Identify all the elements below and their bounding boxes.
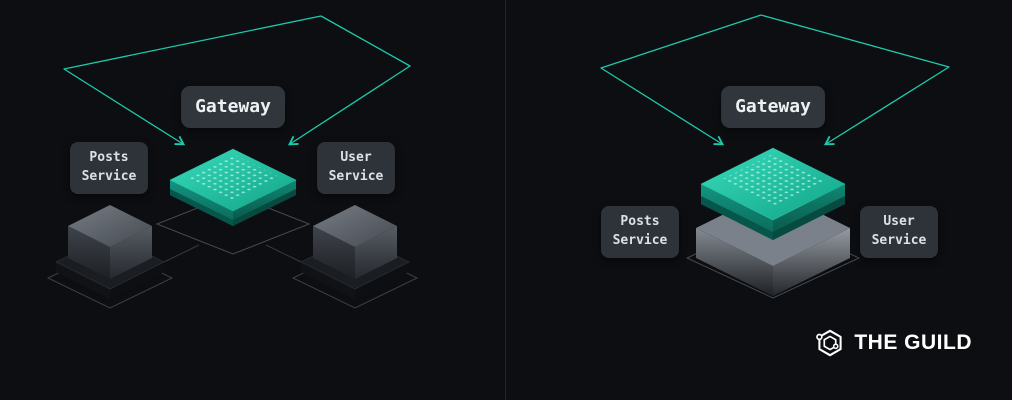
right-panel [600, 14, 950, 299]
posts-slab-right [110, 262, 164, 299]
posts-cube-right-face [110, 226, 152, 279]
user-slab-right [355, 262, 409, 299]
left-panel [46, 15, 419, 309]
gateway-chip-right [700, 147, 846, 240]
posts-cube-left-face [68, 226, 110, 279]
request-arrow-left-a [63, 15, 322, 146]
user-cube-top-face [313, 205, 397, 247]
posts-service-cube [46, 205, 174, 309]
guild-logo-text: THE GUILD [854, 331, 972, 354]
gateway-platform-wireframe-left [155, 193, 311, 255]
request-arrow-right-b [760, 14, 950, 146]
guild-logo-icon [816, 329, 842, 357]
gateway-chip-left [169, 148, 297, 226]
chip-right-rim [773, 196, 845, 240]
posts-service-label-right: Posts Service [601, 206, 679, 258]
user-cube-left-face [313, 226, 355, 279]
connector-posts-to-gateway [163, 244, 200, 263]
user-service-cube [291, 205, 419, 309]
request-arrow-left-b [287, 15, 411, 146]
posts-slab-left [56, 262, 110, 299]
user-slab-left [301, 262, 355, 299]
stack-left-face [696, 228, 773, 296]
connector-user-to-gateway [265, 244, 302, 263]
user-service-label-left: User Service [317, 142, 395, 194]
gateway-label-right: Gateway [721, 86, 825, 129]
stack-right-face [773, 228, 850, 296]
gateway-label-left: Gateway [181, 86, 285, 129]
user-service-label-right: User Service [860, 206, 938, 258]
chip-dot-grid [187, 154, 279, 200]
chip-dot-grid [721, 154, 825, 206]
posts-service-label-left: Posts Service [70, 142, 148, 194]
posts-cube-top-face [68, 205, 152, 247]
user-cube-right-face [355, 226, 397, 279]
panel-divider [505, 0, 506, 400]
chip-right-rim [233, 189, 296, 226]
request-arrow-right-a [600, 14, 762, 146]
chip-left-rim [701, 196, 773, 240]
chip-left-rim [170, 189, 233, 226]
guild-logo: THE GUILD [815, 328, 972, 358]
